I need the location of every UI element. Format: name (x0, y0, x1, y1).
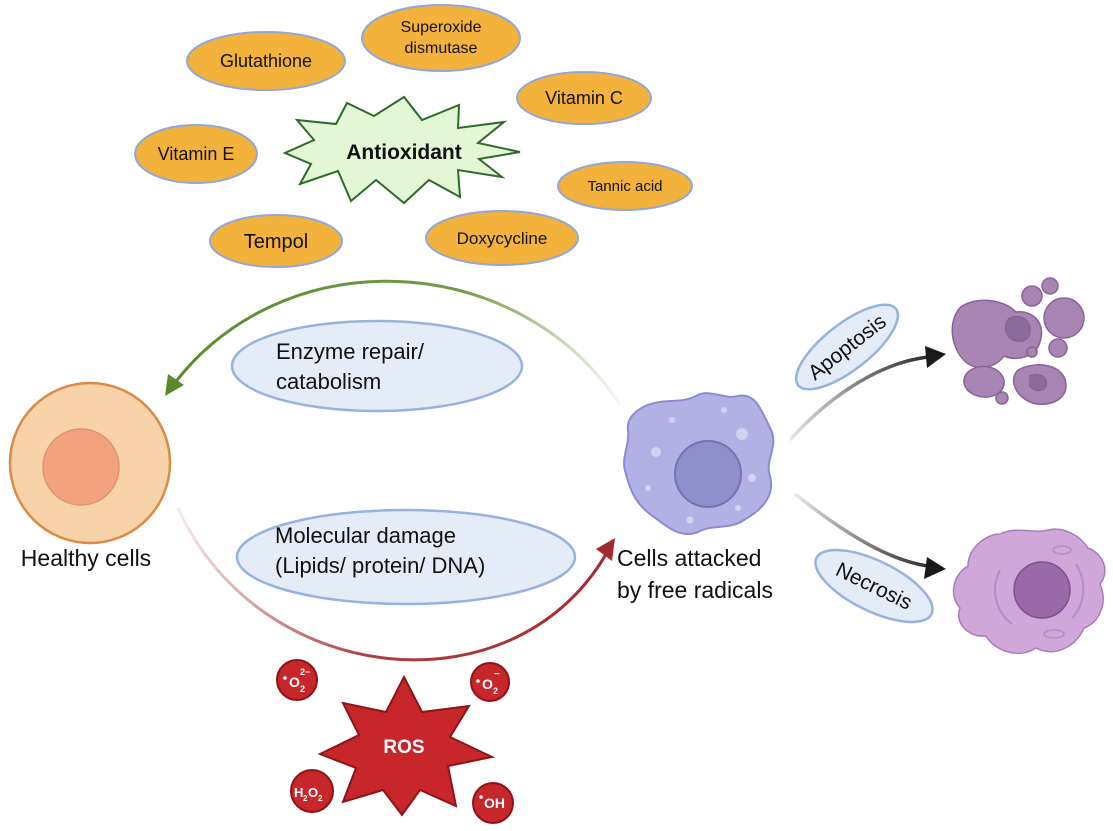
svg-text:O: O (289, 674, 300, 690)
enzyme-repair-process: Enzyme repair/ catabolism (230, 319, 524, 413)
attacked-cells-label-line2: by free radicals (617, 577, 773, 603)
repair-arrow (165, 279, 622, 406)
svg-text:Vitamin E: Vitamin E (158, 144, 235, 164)
antioxidant-tannic-acid: Tannic acid (557, 161, 693, 211)
healthy-cell (8, 381, 172, 545)
ros-burst: ROS (317, 674, 496, 817)
apoptosis-label: Apoptosis (794, 303, 900, 391)
antioxidant-vitamin-e: Vitamin E (134, 124, 258, 184)
svg-text:2: 2 (318, 794, 323, 803)
svg-text:Molecular damage: Molecular damage (275, 523, 456, 548)
necrosis-label: Necrosis (814, 548, 934, 624)
antioxidant-tempol: Tempol (209, 214, 343, 268)
healthy-cells-label: Healthy cells (21, 545, 151, 571)
antioxidant-superoxide-dismutase: Superoxide dismutase (361, 4, 521, 72)
antioxidant-burst: Antioxidant (282, 95, 521, 205)
svg-text:H: H (294, 785, 303, 800)
svg-text:OH: OH (484, 795, 505, 811)
svg-text:2−: 2− (300, 667, 310, 677)
svg-text:Vitamin C: Vitamin C (545, 88, 623, 108)
svg-text:−: − (494, 669, 500, 680)
apoptosis-arrow (788, 346, 946, 442)
superoxide-2minus-bubble: O 2 2− (276, 659, 318, 701)
svg-text:2: 2 (493, 686, 498, 696)
antioxidant-label: Antioxidant (346, 141, 462, 164)
hydroxyl-bubble: OH (472, 782, 514, 824)
svg-text:Tempol: Tempol (244, 231, 308, 253)
svg-text:O: O (308, 785, 318, 800)
svg-text:Doxycycline: Doxycycline (457, 229, 548, 248)
molecular-damage-process: Molecular damage (Lipids/ protein/ DNA) (235, 508, 577, 606)
svg-text:(Lipids/ protein/ DNA): (Lipids/ protein/ DNA) (275, 553, 485, 578)
svg-text:Enzyme repair/: Enzyme repair/ (276, 339, 425, 364)
superoxide-bubble: O 2 − (470, 662, 510, 702)
attacked-cells-label-line1: Cells attacked (617, 545, 761, 571)
antioxidant-doxycycline: Doxycycline (425, 210, 579, 266)
svg-text:dismutase: dismutase (405, 40, 478, 57)
apoptotic-cell (951, 277, 1085, 406)
svg-text:Tannic acid: Tannic acid (587, 178, 662, 195)
svg-text:Superoxide: Superoxide (401, 19, 482, 36)
svg-text:catabolism: catabolism (276, 369, 381, 394)
svg-text:Glutathione: Glutathione (220, 51, 312, 71)
svg-text:2: 2 (300, 684, 305, 694)
hydrogen-peroxide-bubble: H 2 O 2 (290, 769, 334, 813)
necrosis-arrow (793, 492, 946, 579)
damage-arrow (176, 507, 615, 662)
antioxidant-glutathione: Glutathione (186, 31, 346, 91)
svg-text:O: O (482, 676, 493, 692)
svg-text:2: 2 (303, 794, 308, 803)
attacked-cell (623, 392, 775, 535)
necrotic-cell (952, 528, 1106, 654)
antioxidant-vitamin-c: Vitamin C (516, 71, 652, 125)
ros-label: ROS (383, 737, 424, 758)
